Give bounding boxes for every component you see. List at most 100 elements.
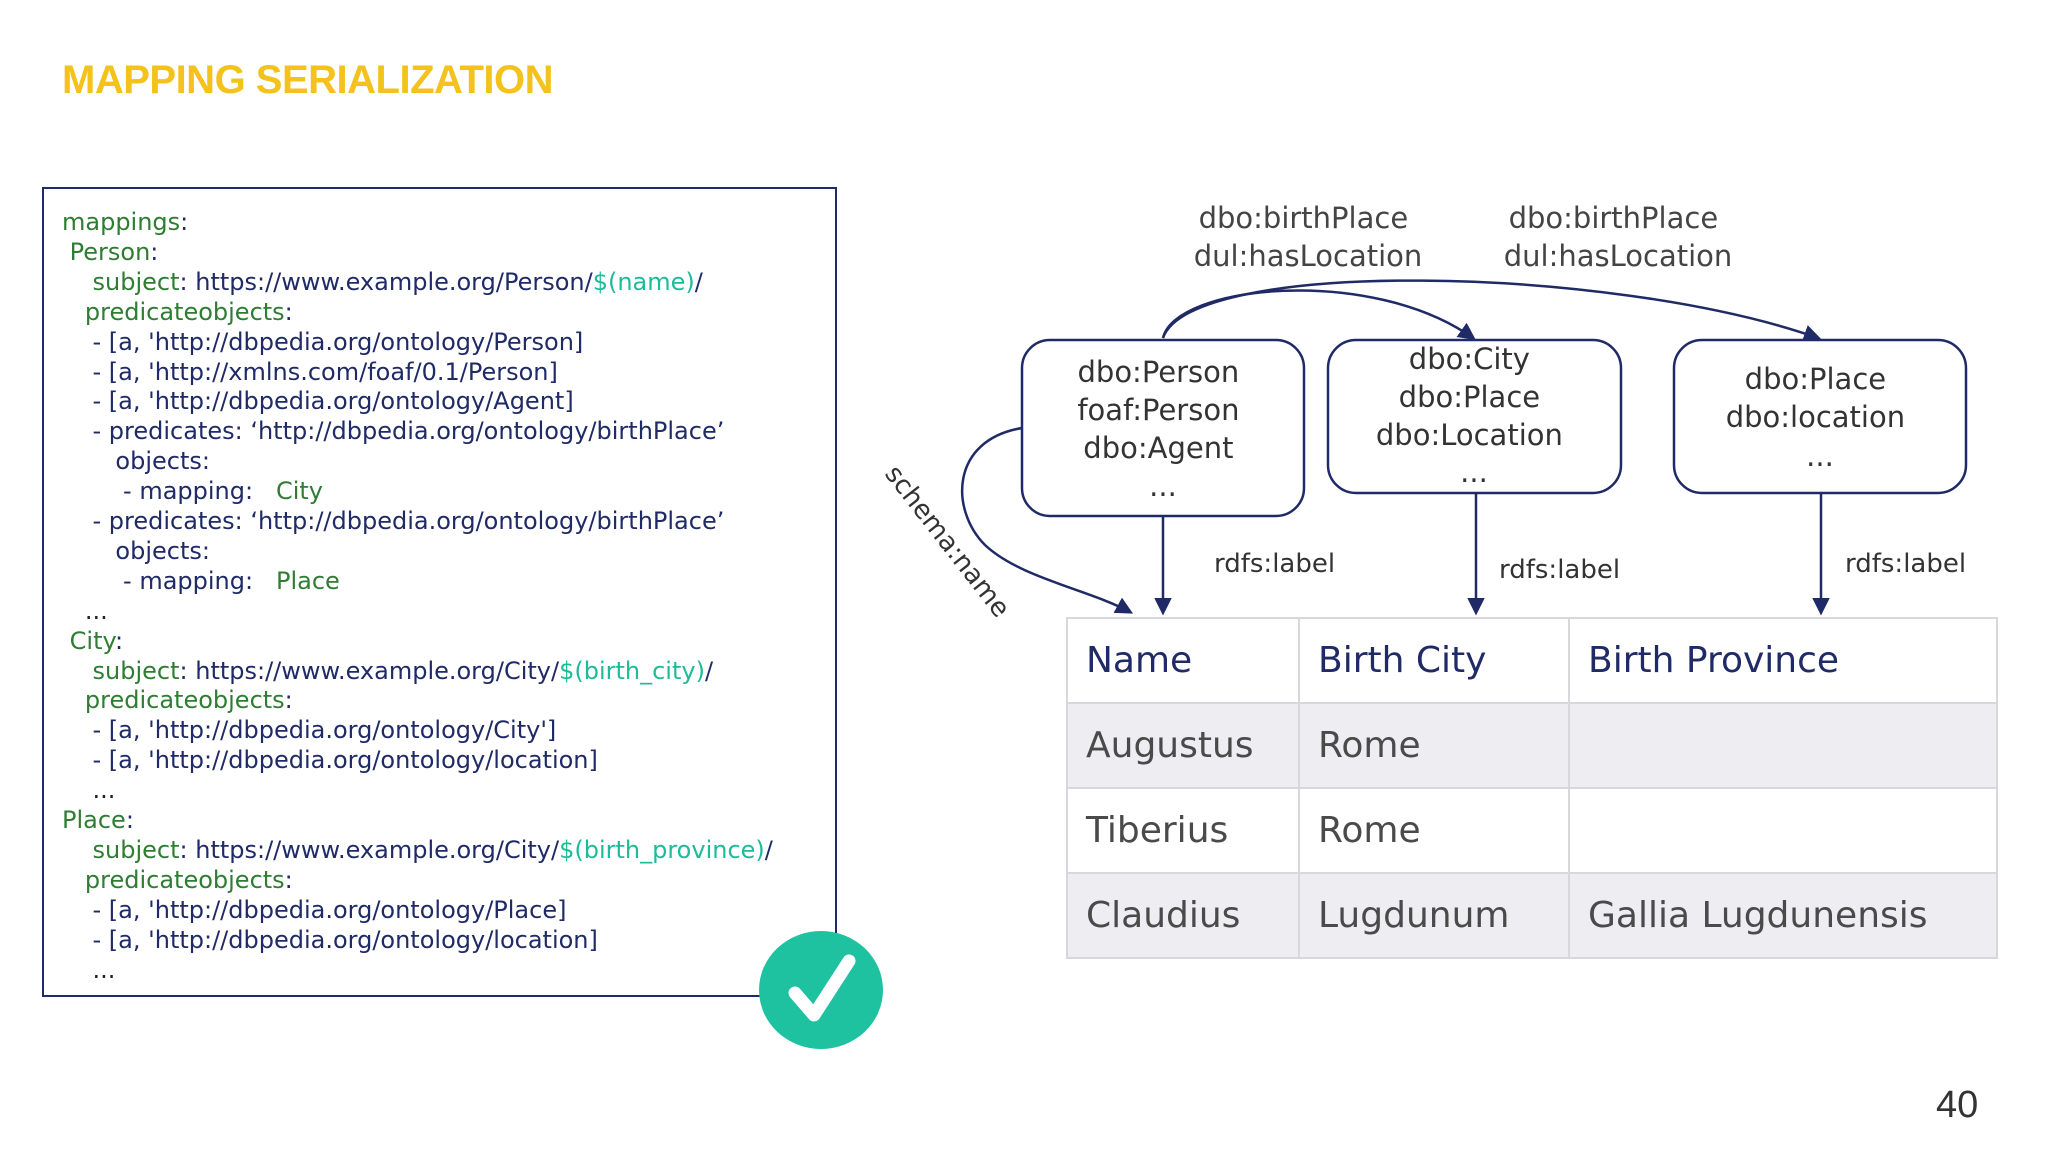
code-token: Place <box>62 806 126 834</box>
code-token: predicateobjects <box>84 865 285 894</box>
code-token: : https://www.example.org/City/ <box>179 835 560 864</box>
code-line: objects: <box>62 446 210 476</box>
code-line: Person: <box>62 237 159 267</box>
code-token: / <box>694 267 703 296</box>
birthplace-label-left: dbo:birthPlace dul:hasLocation <box>1194 201 1423 273</box>
code-line: mappings: <box>62 207 188 237</box>
code-token: - [a, 'http://dbpedia.org/ontology/Perso… <box>92 327 584 356</box>
code-line: subject: https://www.example.org/Person/… <box>62 267 703 297</box>
code-token: mappings <box>62 208 181 236</box>
cell-birth-city: Rome <box>1298 702 1570 789</box>
node-city <box>1326 338 1623 495</box>
code-token: : <box>284 686 293 715</box>
cell-birth-city: Rome <box>1298 787 1570 874</box>
code-token: Person <box>69 237 151 266</box>
mapping-code-panel: mappings: Person: subject: https://www.e… <box>42 187 837 997</box>
code-token: : <box>284 297 293 326</box>
code-token: - [a, 'http://dbpedia.org/ontology/City'… <box>92 716 557 745</box>
code-token: ... <box>92 776 116 805</box>
code-token: : <box>180 208 189 236</box>
code-token: predicateobjects <box>84 686 285 715</box>
code-line: predicateobjects: <box>62 297 293 327</box>
code-line: - [a, 'http://dbpedia.org/ontology/locat… <box>62 925 598 955</box>
code-line: ... <box>62 775 116 805</box>
schema-name-label: schema:name <box>878 460 1015 624</box>
code-token: / <box>704 656 714 685</box>
code-line: City: <box>62 626 123 656</box>
code-token: ... <box>84 596 108 625</box>
code-token: - [a, 'http://dbpedia.org/ontology/locat… <box>92 925 598 954</box>
birthplace-arrow-city <box>1161 289 1476 341</box>
code-line: - [a, 'http://dbpedia.org/ontology/Agent… <box>62 386 574 416</box>
code-line: - predicates: ‘http://dbpedia.org/ontolo… <box>62 506 725 536</box>
code-token: subject <box>92 656 180 685</box>
code-token: subject <box>92 267 180 296</box>
code-token: : <box>284 865 293 894</box>
cell-birth-province <box>1568 787 1998 874</box>
code-token: : https://www.example.org/City/ <box>179 656 560 685</box>
check-mark-icon <box>759 931 883 1049</box>
code-token: : <box>150 237 159 266</box>
code-token: subject <box>92 835 180 864</box>
code-line: - [a, 'http://dbpedia.org/ontology/Perso… <box>62 327 584 357</box>
node-place-text: dbo:Place dbo:location ... <box>1726 362 1915 473</box>
code-token: objects: <box>115 447 210 476</box>
code-token: City <box>69 626 115 655</box>
code-line: - mapping: City <box>62 476 323 506</box>
code-token: $(birth_city) <box>559 656 705 685</box>
slide-title: MAPPING SERIALIZATION <box>62 58 553 102</box>
code-token: predicateobjects <box>84 297 285 326</box>
code-token: City <box>275 477 324 506</box>
code-token: $(birth_province) <box>559 835 765 864</box>
code-line: - [a, 'http://xmlns.com/foaf/0.1/Person] <box>62 357 558 387</box>
table-row: Augustus Rome <box>1066 702 1998 789</box>
data-table: Name Birth City Birth Province Augustus … <box>1066 617 1998 959</box>
code-line: - [a, 'http://dbpedia.org/ontology/Place… <box>62 895 567 925</box>
code-token: / <box>764 835 773 864</box>
code-token: $(name) <box>592 267 695 296</box>
cell-birth-province: Gallia Lugdunensis <box>1568 872 1998 959</box>
code-token: : <box>114 626 124 655</box>
code-line: objects: <box>62 536 210 566</box>
code-token: Place <box>275 566 340 595</box>
header-birth-province: Birth Province <box>1568 617 1998 704</box>
code-token: - [a, 'http://dbpedia.org/ontology/Place… <box>92 895 567 924</box>
header-birth-city: Birth City <box>1298 617 1570 704</box>
table-row: Claudius Lugdunum Gallia Lugdunensis <box>1066 872 1998 959</box>
code-token: - [a, 'http://dbpedia.org/ontology/locat… <box>92 746 598 775</box>
cell-name: Claudius <box>1066 872 1300 959</box>
header-name: Name <box>1066 617 1300 704</box>
code-line: subject: https://www.example.org/City/$(… <box>62 835 773 865</box>
code-token: ... <box>92 955 116 984</box>
code-line: - [a, 'http://dbpedia.org/ontology/locat… <box>62 745 598 775</box>
code-token: : https://www.example.org/Person/ <box>179 267 593 296</box>
rdfs-label-2: rdfs:label <box>1499 555 1620 585</box>
code-token: - [a, 'http://xmlns.com/foaf/0.1/Person] <box>92 357 558 386</box>
code-line: ... <box>62 596 108 626</box>
code-token: : <box>125 806 134 834</box>
table-row: Tiberius Rome <box>1066 787 1998 874</box>
code-token: - mapping: <box>123 566 276 595</box>
cell-name: Tiberius <box>1066 787 1300 874</box>
code-line: - mapping: Place <box>62 566 340 596</box>
code-token: objects: <box>115 536 210 565</box>
code-line: ... <box>62 955 116 985</box>
code-token: - mapping: <box>123 477 276 506</box>
node-city-text: dbo:City dbo:Place dbo:Location ... <box>1376 342 1572 489</box>
code-token: - [a, 'http://dbpedia.org/ontology/Agent… <box>92 387 574 416</box>
schema-name-arrow <box>960 426 1134 614</box>
table-header-row: Name Birth City Birth Province <box>1066 617 1998 704</box>
birthplace-label-right: dbo:birthPlace dul:hasLocation <box>1504 201 1733 273</box>
code-line: Place: <box>62 805 134 835</box>
code-line: subject: https://www.example.org/City/$(… <box>62 656 714 686</box>
code-line: predicateobjects: <box>62 865 293 895</box>
rdfs-label-1: rdfs:label <box>1214 549 1335 579</box>
node-person-text: dbo:Person foaf:Person dbo:Agent ... <box>1077 355 1248 503</box>
cell-name: Augustus <box>1066 702 1300 789</box>
birthplace-arrow-place <box>1161 279 1822 342</box>
code-token: - predicates: ‘http://dbpedia.org/ontolo… <box>92 507 725 535</box>
page-number: 40 <box>1936 1084 1979 1126</box>
code-line: - predicates: ‘http://dbpedia.org/ontolo… <box>62 416 725 446</box>
code-line: - [a, 'http://dbpedia.org/ontology/City'… <box>62 715 557 745</box>
